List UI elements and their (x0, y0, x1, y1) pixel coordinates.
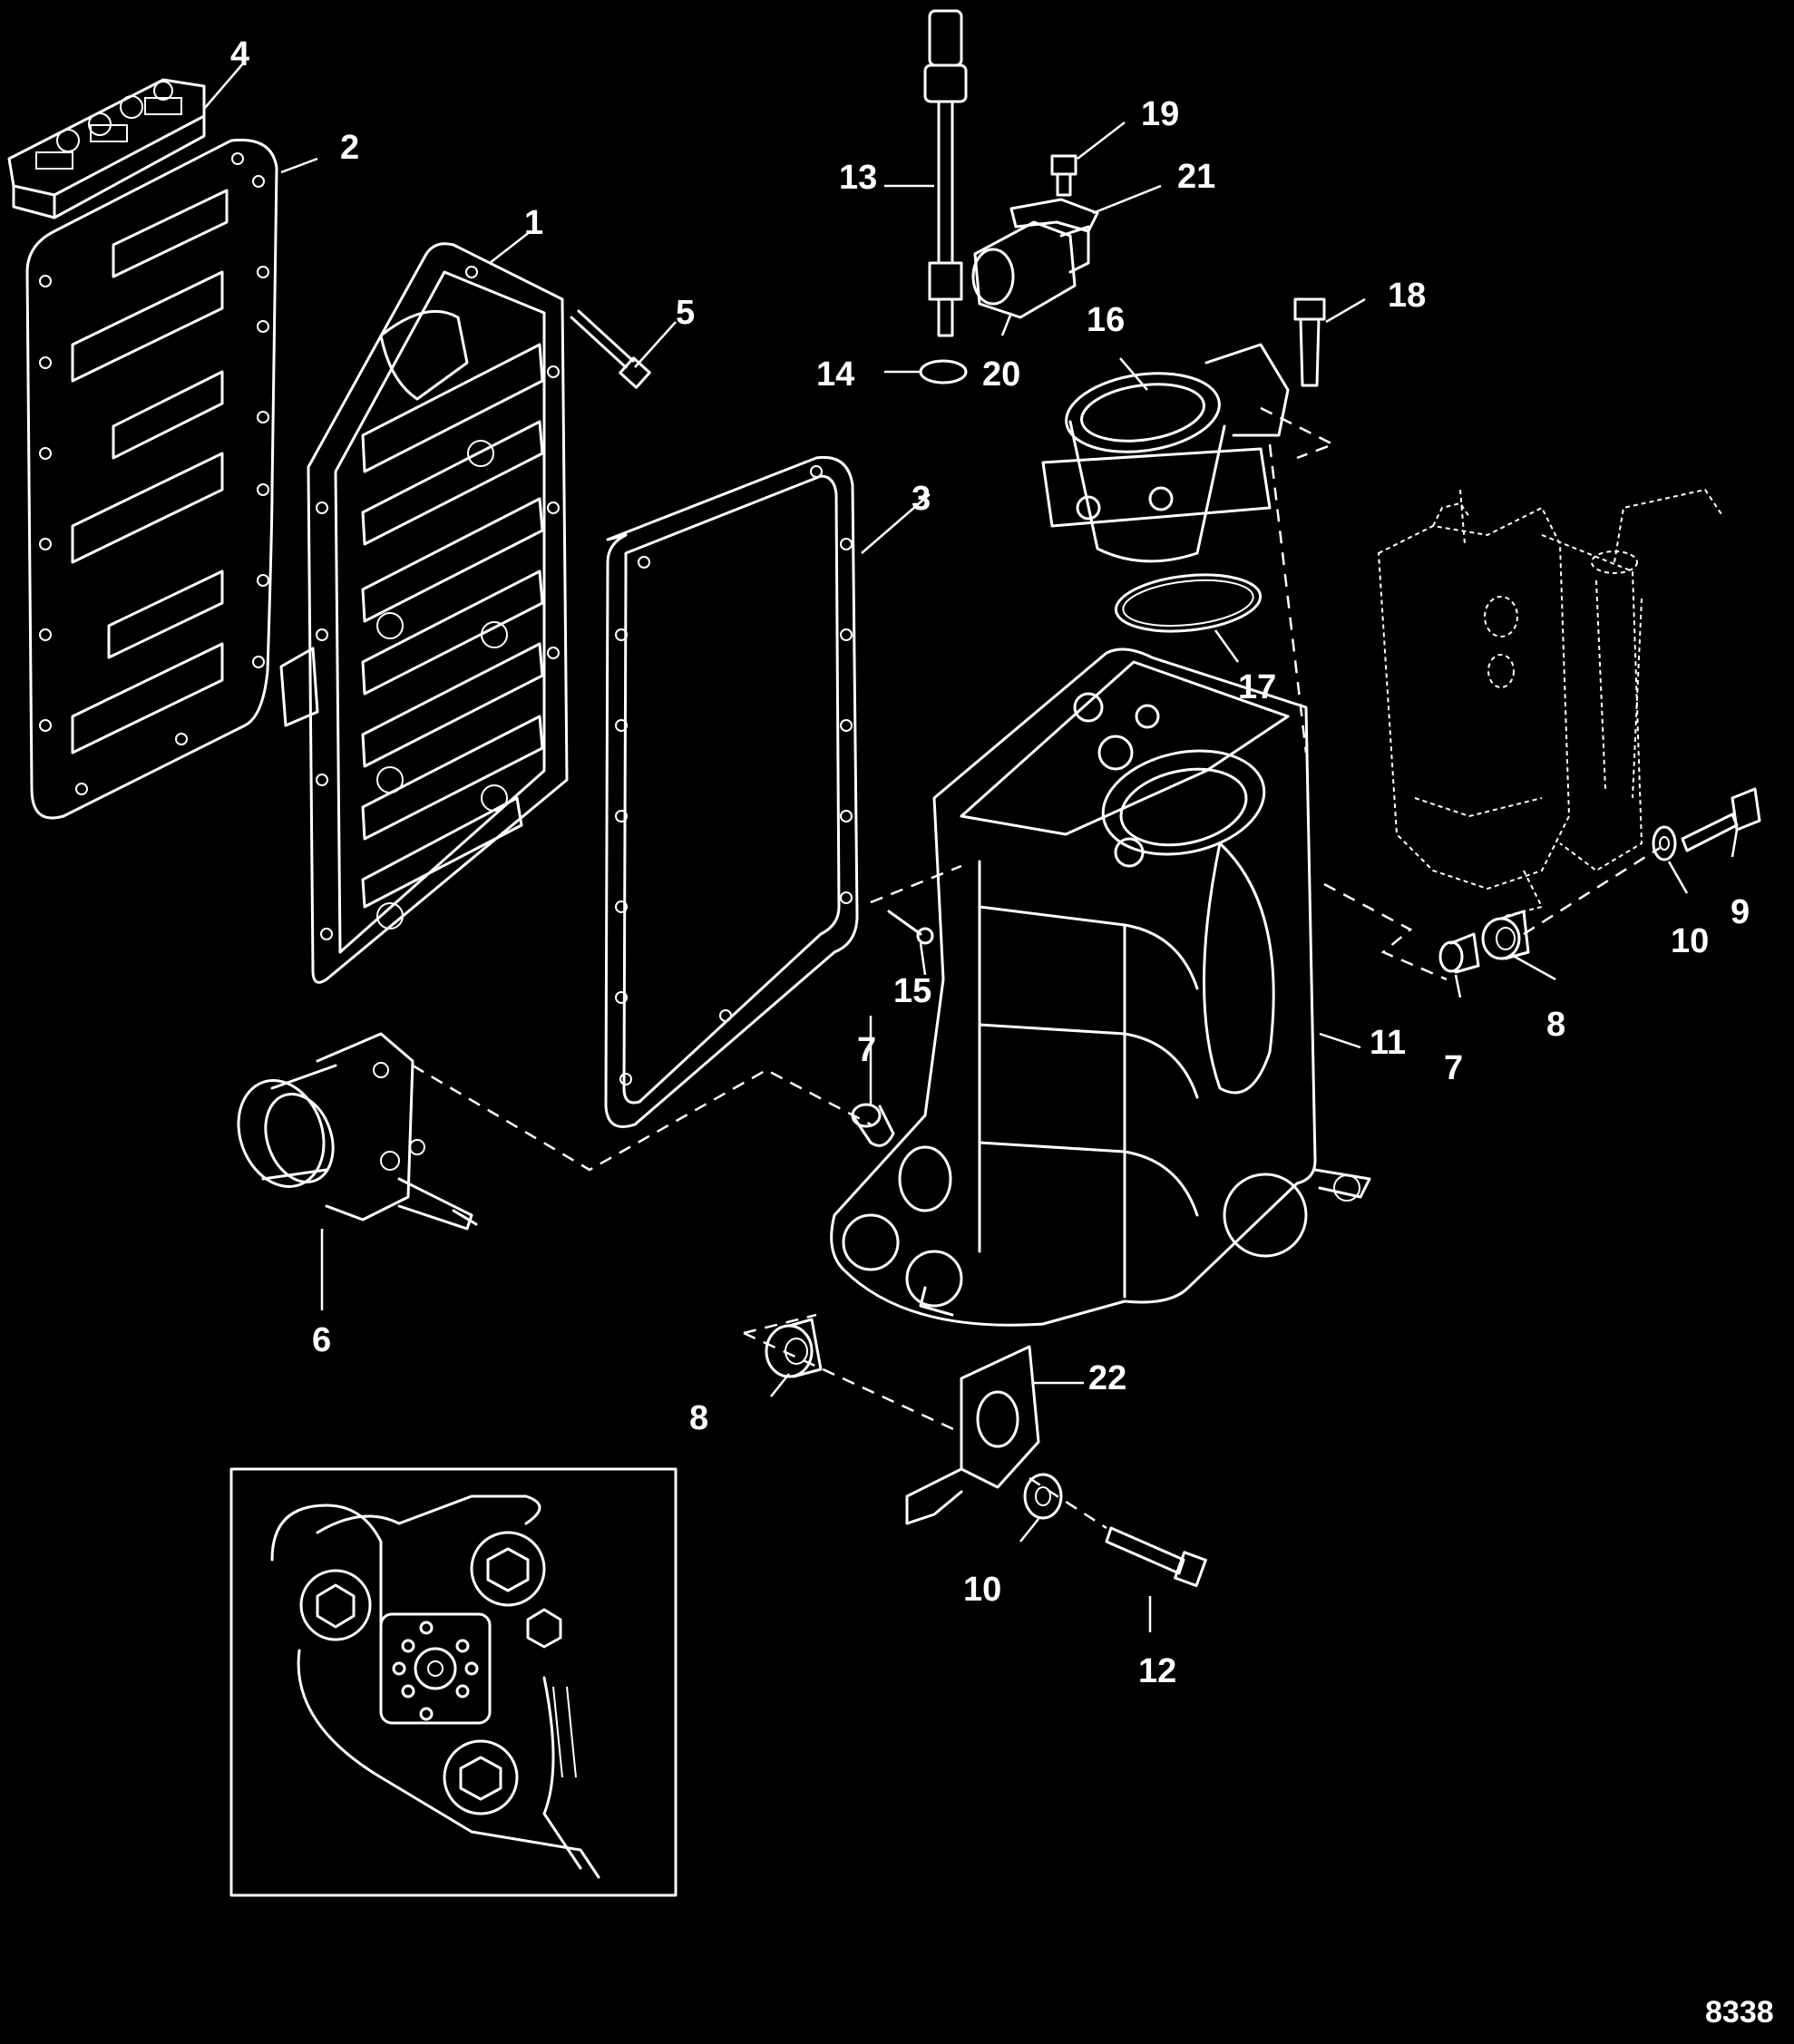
part-6-pump-assembly (237, 1032, 478, 1231)
callout-20: 20 (982, 355, 1020, 394)
callout-8-right: 8 (1546, 1006, 1565, 1044)
callout-8-left: 8 (689, 1399, 708, 1437)
part-2-gasket-plate (25, 138, 319, 820)
part-19-screw (1050, 154, 1077, 197)
callout-18: 18 (1388, 277, 1426, 315)
part-21-clip (1009, 198, 1099, 233)
callout-12: 12 (1138, 1652, 1176, 1690)
callout-19: 19 (1141, 95, 1179, 133)
callout-21: 21 (1177, 158, 1215, 196)
part-12-bolt (1105, 1526, 1207, 1588)
part-7-bushing-right (1438, 932, 1480, 974)
part-3-gasket-frame (604, 455, 859, 1128)
part-10-washer-right (1652, 825, 1677, 861)
callout-3: 3 (912, 480, 931, 518)
part-16-throttle-body (1041, 343, 1290, 563)
callout-10-right: 10 (1671, 922, 1709, 960)
callout-10-lower: 10 (963, 1571, 1001, 1609)
callout-7-right: 7 (1444, 1049, 1463, 1087)
part-15-pin (887, 910, 934, 945)
callout-22: 22 (1088, 1359, 1126, 1397)
callout-4: 4 (230, 35, 249, 73)
callout-5: 5 (676, 294, 695, 332)
part-9-bolt (1681, 787, 1761, 852)
figure-number: 8338 (1705, 1995, 1774, 2029)
part-13-sensor-lead (923, 9, 968, 337)
callout-9: 9 (1731, 893, 1750, 931)
callout-7-left: 7 (857, 1031, 876, 1069)
part-20-connector (971, 220, 1090, 319)
part-4-fuel-rail (7, 78, 206, 219)
callout-14: 14 (816, 355, 854, 394)
part-17-o-ring (1114, 573, 1263, 633)
callout-11: 11 (1370, 1024, 1406, 1062)
part-11-intake-housing (830, 647, 1371, 1327)
part-8-grommet-right (1481, 910, 1530, 960)
alignment-lines (412, 406, 1661, 1530)
callout-1: 1 (524, 204, 543, 242)
callout-2: 2 (340, 129, 359, 167)
callout-6: 6 (312, 1321, 331, 1359)
callout-17: 17 (1238, 668, 1276, 706)
callout-13: 13 (839, 159, 877, 197)
callout-16: 16 (1087, 301, 1125, 339)
part-10-washer-lower (1023, 1473, 1063, 1520)
part-14-o-ring (919, 359, 968, 384)
detail-inset (229, 1467, 678, 1897)
part-18-bolt (1293, 297, 1326, 387)
part-5-screw (570, 309, 651, 389)
part-1-adaptor-plate (307, 242, 569, 984)
leader-lines (203, 63, 1739, 1632)
callout-labels: 1 2 3 4 5 6 7 7 8 8 9 10 10 11 12 13 14 … (230, 35, 1750, 1690)
reference-vst-assembly (1377, 488, 1724, 917)
part-22-bracket (905, 1345, 1040, 1525)
part-7-bushing-left (851, 1103, 895, 1147)
callout-15: 15 (893, 972, 931, 1010)
